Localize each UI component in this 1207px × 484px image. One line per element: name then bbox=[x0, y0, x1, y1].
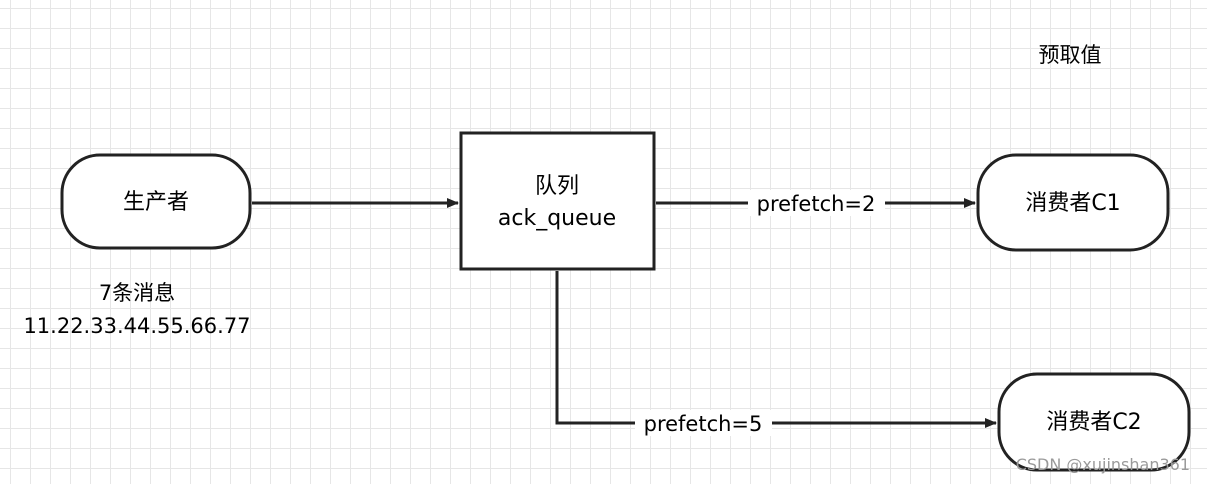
consumer-c1-label: 消费者C1 bbox=[1025, 191, 1120, 216]
messages-count-label: 7条消息 bbox=[99, 281, 175, 305]
queue-shape bbox=[459, 131, 656, 271]
messages-values-label: 11.22.33.44.55.66.77 bbox=[23, 314, 250, 338]
edge-c1-label: prefetch=2 bbox=[757, 192, 876, 216]
producer-shape bbox=[60, 153, 252, 250]
consumer-c1-shape bbox=[976, 153, 1170, 252]
watermark: CSDN @xujinshan361 bbox=[1016, 455, 1190, 474]
producer-node: 生产者 bbox=[60, 153, 252, 250]
consumer-c1-node: 消费者C1 bbox=[976, 153, 1170, 252]
consumer-c2-node: 消费者C2 bbox=[997, 372, 1191, 472]
edge-c2-label-bg bbox=[635, 410, 772, 436]
queue-label-line2: ack_queue bbox=[498, 206, 616, 231]
queue-node: 队列 ack_queue bbox=[459, 131, 656, 271]
edge-queue-to-c2 bbox=[555, 271, 997, 428]
edge-c2-label: prefetch=5 bbox=[644, 412, 763, 436]
consumer-c2-label: 消费者C2 bbox=[1046, 410, 1141, 435]
consumer-c2-shape bbox=[997, 372, 1191, 472]
edge-c1-label-bg bbox=[748, 190, 885, 216]
producer-label: 生产者 bbox=[123, 190, 189, 215]
prefetch-title-label: 预取值 bbox=[1039, 43, 1102, 67]
queue-label-line1: 队列 bbox=[535, 174, 579, 199]
